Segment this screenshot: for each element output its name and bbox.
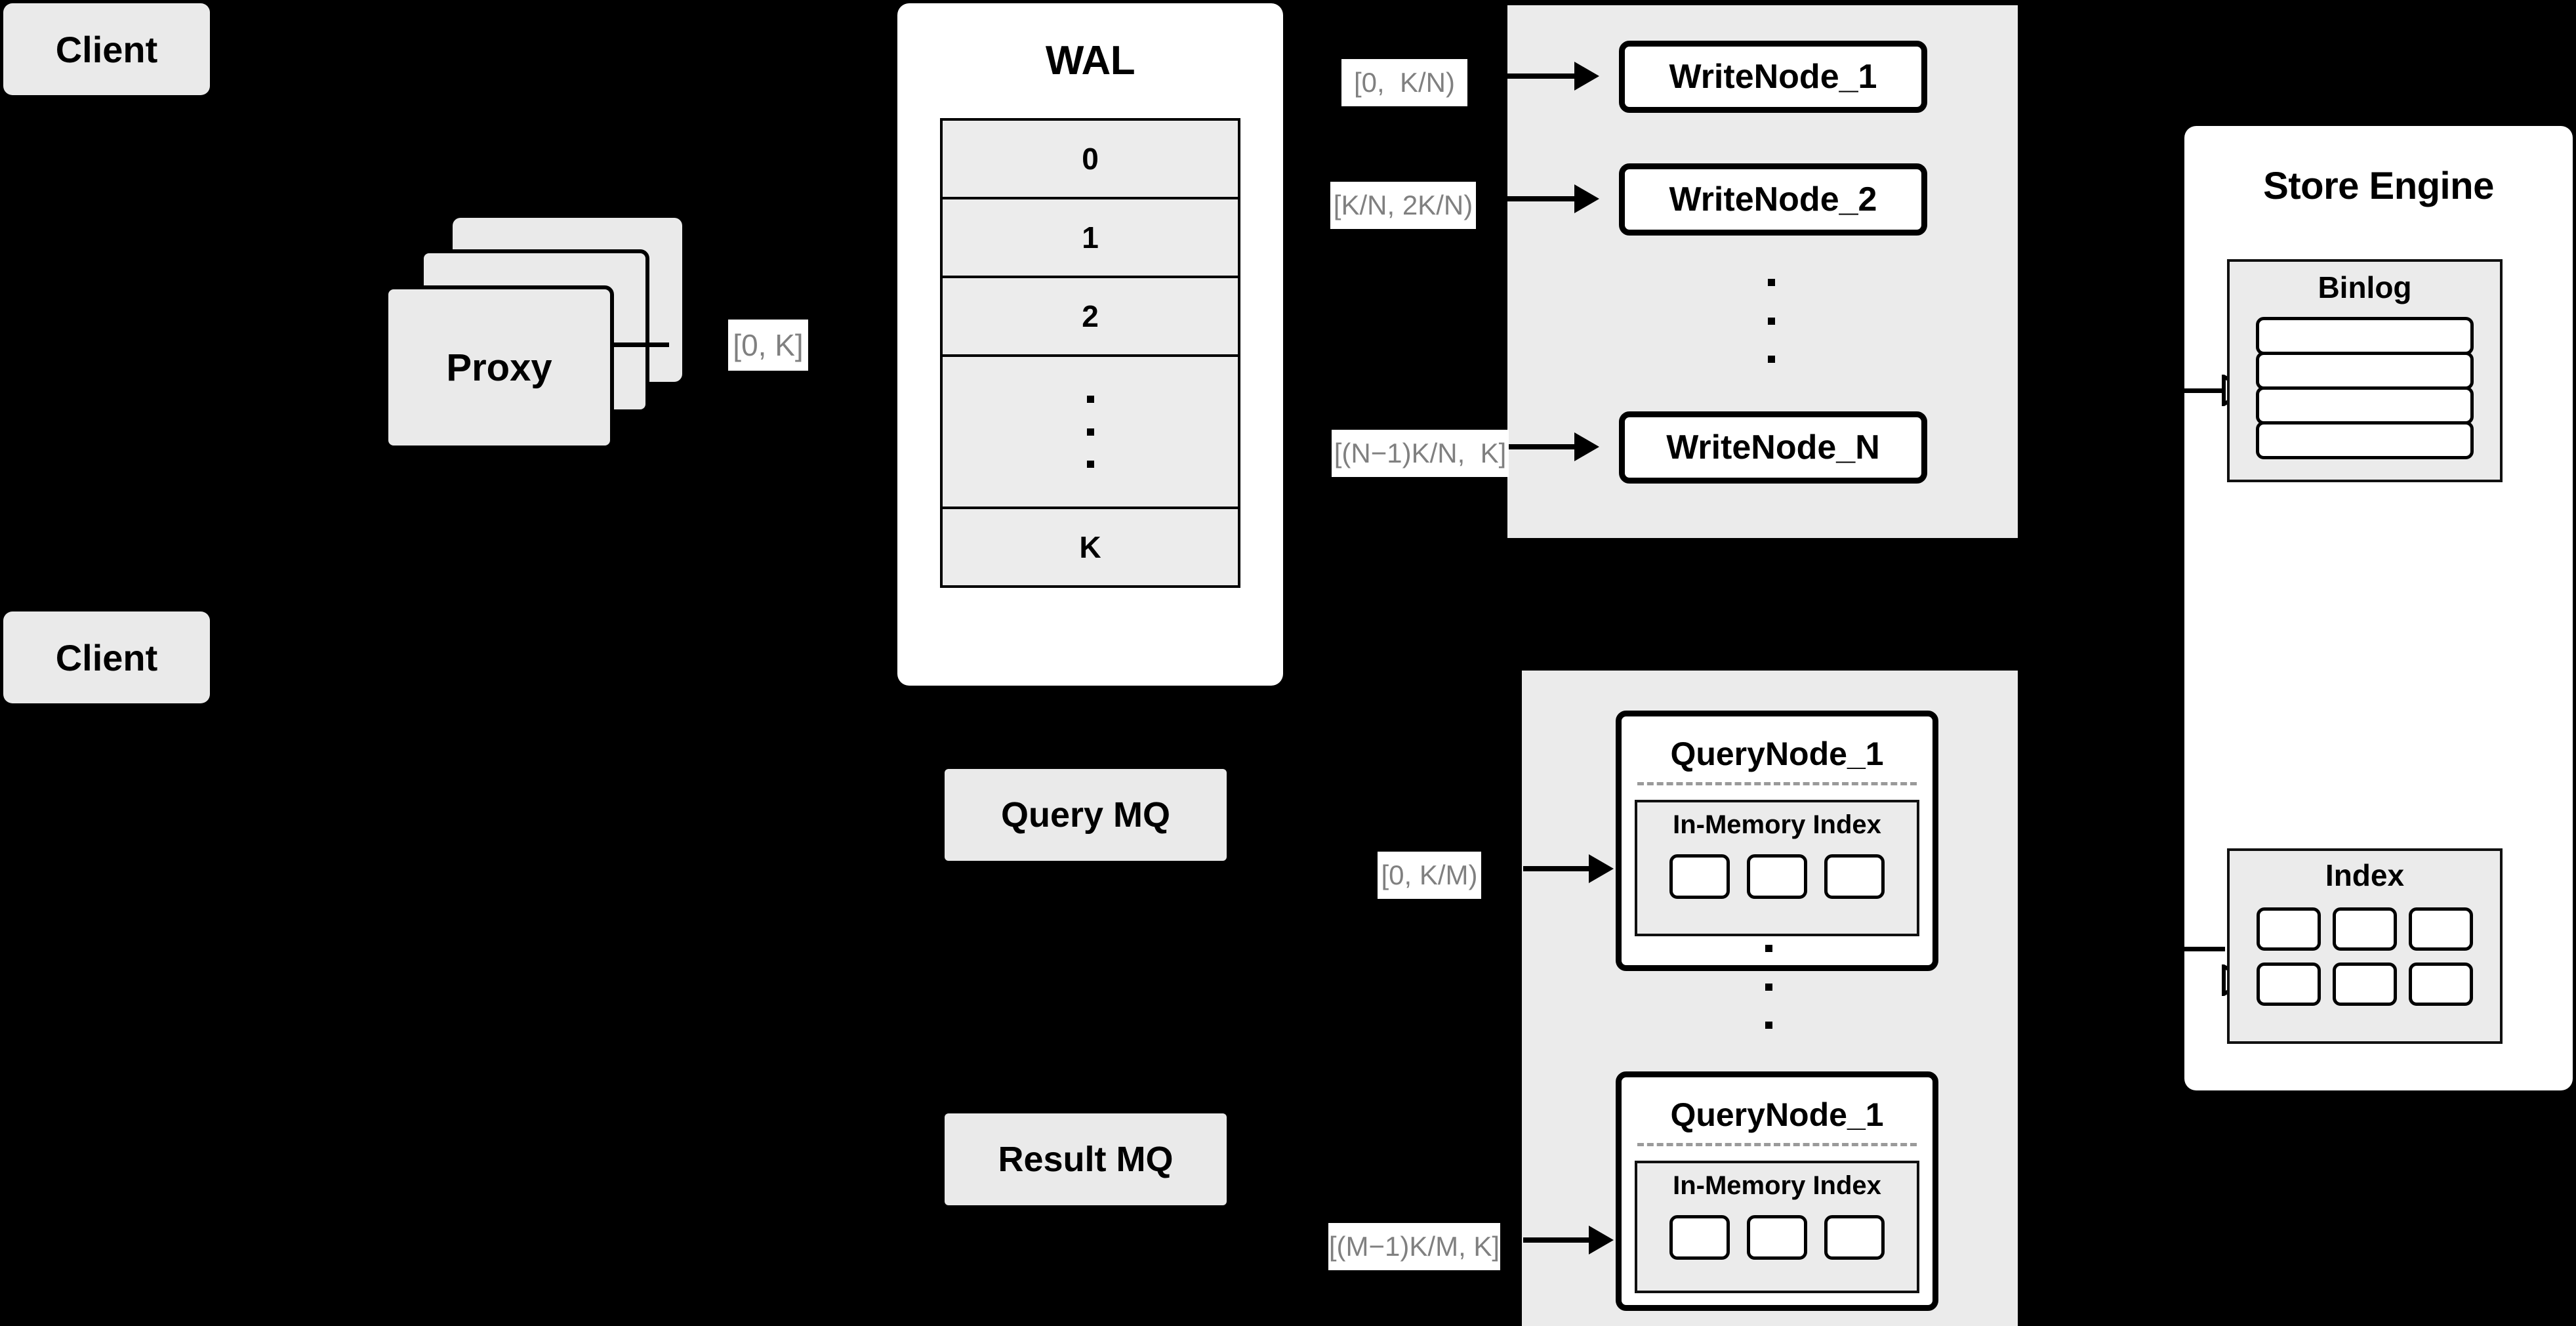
store-index-cell <box>2409 963 2473 1006</box>
query-node-separator <box>1637 782 1917 785</box>
index-slot <box>1824 1215 1885 1260</box>
proxy-to-wal-connector <box>610 342 669 347</box>
wal-entry-ellipsis <box>940 354 1240 509</box>
write-node-label: WriteNode_1 <box>1669 58 1877 96</box>
binlog-row <box>2256 421 2474 459</box>
vertical-ellipsis-icon <box>1765 945 1772 1029</box>
client-label: Client <box>55 636 158 678</box>
vertical-ellipsis-icon <box>1086 396 1094 468</box>
in-memory-index-panel: In-Memory Index <box>1635 800 1919 936</box>
binlog-row <box>2256 352 2474 390</box>
result-mq-label: Result MQ <box>998 1140 1174 1179</box>
querynode-2-arrow-line <box>1523 1237 1589 1243</box>
index-slot <box>1747 854 1807 899</box>
client-box-2[interactable]: Client <box>3 611 210 703</box>
wal-entry: 2 <box>940 276 1240 357</box>
write-node-2[interactable]: WriteNode_2 <box>1619 163 1927 236</box>
proxy-label: Proxy <box>446 346 552 389</box>
querynode-2-range-label: [(M−1)K/M, K] <box>1328 1223 1500 1270</box>
write-node-1[interactable]: WriteNode_1 <box>1619 41 1927 113</box>
arrow-right-solid-icon <box>1574 62 1599 91</box>
in-memory-index-title: In-Memory Index <box>1673 810 1881 839</box>
index-slot <box>1824 854 1885 899</box>
write-node-n[interactable]: WriteNode_N <box>1619 411 1927 484</box>
store-index-grid <box>2257 907 2473 1006</box>
writenode-2-arrow-line <box>1503 196 1574 201</box>
query-node-2[interactable]: QueryNode_1 In-Memory Index <box>1616 1071 1938 1311</box>
store-engine-title: Store Engine <box>2263 165 2494 207</box>
in-memory-index-slot-row <box>1669 1215 1885 1260</box>
write-node-label: WriteNode_N <box>1666 428 1880 466</box>
in-memory-index-title: In-Memory Index <box>1673 1171 1881 1200</box>
in-memory-index-panel: In-Memory Index <box>1635 1161 1919 1293</box>
write-node-label: WriteNode_2 <box>1669 180 1877 218</box>
store-index-title: Index <box>2325 858 2405 892</box>
wal-entry-list: 0 1 2 K <box>940 118 1240 623</box>
client-box-1[interactable]: Client <box>3 3 210 95</box>
querynode-1-range-label: [0, K/M) <box>1378 852 1481 899</box>
store-index-cell <box>2409 907 2473 951</box>
querynode-1-arrow-line <box>1523 866 1589 871</box>
writenode-2-range-label: [K/N, 2K/N) <box>1330 182 1476 229</box>
binlog-title: Binlog <box>2318 270 2412 304</box>
client-label: Client <box>55 28 158 70</box>
binlog-row-list <box>2256 317 2474 459</box>
wal-entry: 1 <box>940 197 1240 278</box>
index-slot <box>1669 854 1730 899</box>
query-mq-box[interactable]: Query MQ <box>945 769 1227 861</box>
writenode-1-range-label: [0, K/N) <box>1341 59 1467 106</box>
query-node-label: QueryNode_1 <box>1670 1096 1884 1133</box>
writenode-n-arrow-line <box>1509 444 1574 449</box>
binlog-arrow-line <box>2184 388 2225 393</box>
store-index-cell <box>2257 907 2321 951</box>
arrow-right-solid-icon <box>1589 1226 1614 1254</box>
proxy-range-label: [0, K] <box>728 320 808 371</box>
binlog-panel: Binlog <box>2227 259 2503 482</box>
store-index-cell <box>2333 907 2397 951</box>
store-index-panel: Index <box>2227 848 2503 1044</box>
wal-title: WAL <box>1045 38 1135 83</box>
index-slot <box>1747 1215 1807 1260</box>
proxy-box[interactable]: Proxy <box>384 285 614 449</box>
index-arrow-line <box>2184 947 2225 951</box>
arrow-right-solid-icon <box>1589 854 1614 883</box>
wal-entry: 0 <box>940 118 1240 199</box>
query-node-1[interactable]: QueryNode_1 In-Memory Index <box>1616 711 1938 971</box>
writenode-n-range-label: [(N−1)K/N, K] <box>1332 430 1509 477</box>
binlog-row <box>2256 386 2474 425</box>
store-index-cell <box>2257 963 2321 1006</box>
wal-entry: K <box>940 507 1240 588</box>
query-mq-label: Query MQ <box>1000 795 1171 835</box>
query-node-label: QueryNode_1 <box>1670 736 1884 772</box>
in-memory-index-slot-row <box>1669 854 1885 899</box>
arrow-right-solid-icon <box>1574 432 1599 461</box>
index-slot <box>1669 1215 1730 1260</box>
arrow-right-solid-icon <box>1574 184 1599 213</box>
query-node-separator <box>1637 1143 1917 1146</box>
store-index-cell <box>2333 963 2397 1006</box>
result-mq-box[interactable]: Result MQ <box>945 1113 1227 1205</box>
vertical-ellipsis-icon <box>1767 279 1775 363</box>
writenode-1-arrow-line <box>1496 73 1574 79</box>
binlog-row <box>2256 317 2474 355</box>
